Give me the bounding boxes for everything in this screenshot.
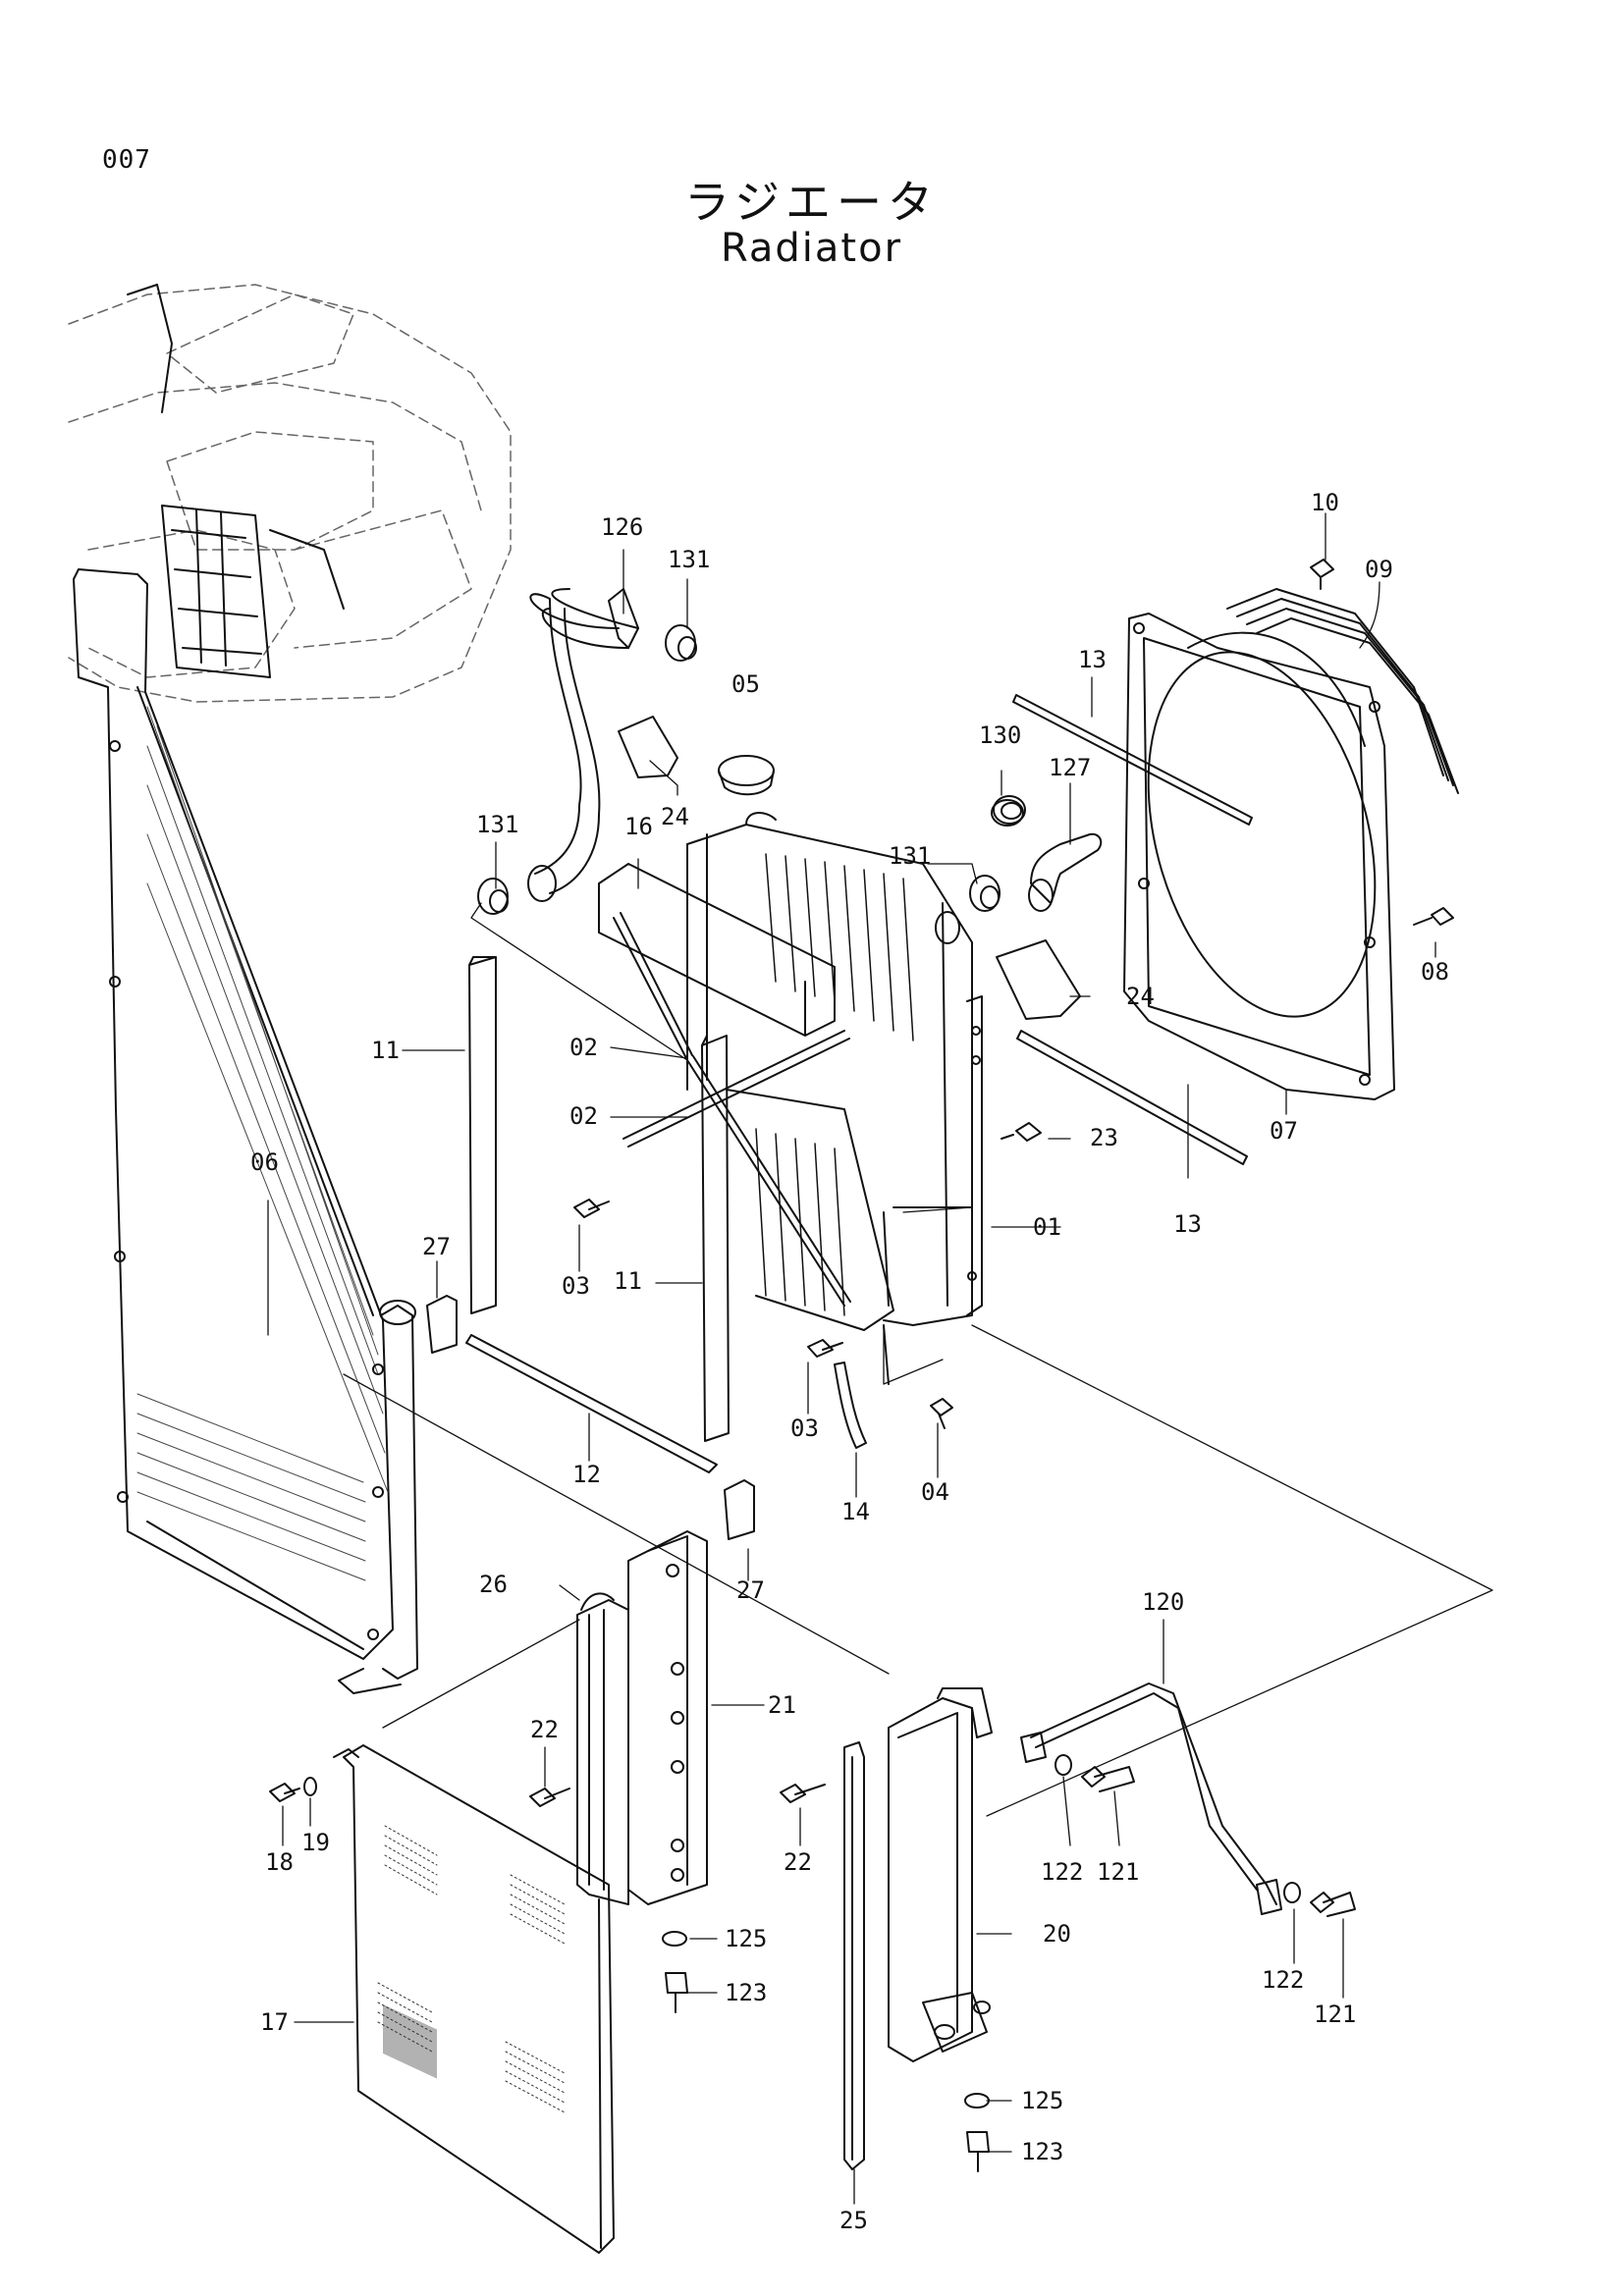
- callout-123a: 123: [725, 1979, 767, 2006]
- callout-126: 126: [601, 513, 643, 541]
- callout-20: 20: [1043, 1920, 1071, 1948]
- upper-hose: [527, 588, 639, 902]
- callout-130: 130: [979, 721, 1021, 749]
- fasteners-bottom: [662, 1931, 990, 2172]
- callout-122b: 122: [1262, 1966, 1304, 1994]
- callout-127: 127: [1049, 754, 1091, 781]
- fasteners-left: [269, 1777, 317, 1802]
- callout-22b: 22: [784, 1848, 812, 1876]
- location-sketch: [68, 284, 512, 703]
- callout-121a: 121: [1097, 1858, 1139, 1886]
- callout-122a: 122: [1041, 1858, 1083, 1886]
- drain-hose: [834, 1362, 867, 1449]
- callouts: 01 02 02 03 03 04 05 06 07 08 09 10 11 1…: [250, 489, 1449, 2234]
- callout-08: 08: [1421, 958, 1449, 986]
- callout-25: 25: [839, 2207, 868, 2234]
- callout-01: 01: [1033, 1213, 1061, 1241]
- fasteners-right: [1055, 1754, 1356, 1917]
- stay-pipe: [1020, 1682, 1282, 1915]
- callout-17: 17: [260, 2008, 289, 2036]
- callout-131b: 131: [476, 811, 518, 838]
- fan-shroud: [1123, 613, 1395, 1100]
- location-sketch-radiator: [127, 284, 345, 678]
- radiator-core: [686, 812, 983, 1385]
- callout-09: 09: [1365, 556, 1393, 583]
- callout-123b: 123: [1021, 2138, 1063, 2165]
- callout-16: 16: [624, 813, 653, 840]
- seal-strips: [465, 956, 730, 1473]
- callout-07: 07: [1270, 1117, 1298, 1145]
- callout-02b: 02: [569, 1102, 598, 1130]
- callout-11b: 11: [614, 1267, 642, 1295]
- callout-125b: 125: [1021, 2087, 1063, 2114]
- spacer-upper: [426, 1295, 458, 1354]
- callout-21: 21: [768, 1691, 796, 1719]
- callout-11a: 11: [371, 1037, 400, 1064]
- oil-cooler: [73, 568, 418, 1694]
- spacer-lower: [724, 1479, 755, 1540]
- callout-27a: 27: [422, 1233, 451, 1260]
- callout-12: 12: [572, 1461, 601, 1488]
- fan-guard: [1226, 588, 1459, 794]
- callout-13b: 13: [1173, 1210, 1202, 1238]
- callout-131a: 131: [668, 546, 710, 573]
- callout-131c: 131: [889, 842, 931, 870]
- callout-125a: 125: [725, 1925, 767, 1952]
- page-number: 007: [102, 145, 151, 175]
- callout-121b: 121: [1314, 2001, 1356, 2028]
- bolts-small: [573, 1122, 1042, 1429]
- seal-top: [598, 863, 836, 1037]
- callout-06: 06: [250, 1148, 279, 1176]
- callout-13a: 13: [1078, 646, 1107, 673]
- bolts-22: [529, 1784, 826, 1807]
- callout-03a: 03: [562, 1272, 590, 1300]
- callout-24a: 24: [661, 803, 689, 830]
- leader-lines: [267, 512, 1493, 2205]
- callout-02a: 02: [569, 1034, 598, 1061]
- callout-24b: 24: [1126, 983, 1155, 1010]
- seal-upper: [618, 716, 678, 778]
- callout-120: 120: [1142, 1588, 1184, 1616]
- radiator-cap: [718, 755, 775, 796]
- bracket-left: [576, 1530, 708, 1905]
- shroud-bolts: [1310, 559, 1454, 926]
- seal-strip-upper: [1012, 694, 1253, 826]
- title-japanese: ラジエータ: [683, 176, 940, 229]
- callout-03b: 03: [790, 1415, 819, 1442]
- stay-rods: [613, 912, 851, 1307]
- seal-right: [996, 939, 1081, 1020]
- callout-19: 19: [301, 1829, 330, 1856]
- callout-14: 14: [841, 1498, 870, 1525]
- hose-clamps: [477, 624, 1026, 915]
- callout-26: 26: [479, 1571, 508, 1598]
- title-english: Radiator: [720, 226, 903, 271]
- bracket-right: [843, 1687, 993, 2170]
- side-cover: [333, 1744, 615, 2254]
- callout-27b: 27: [736, 1576, 765, 1604]
- callout-18: 18: [265, 1848, 294, 1876]
- lower-hose: [991, 799, 1103, 912]
- seal-strip-lower: [1016, 1030, 1248, 1165]
- callout-10: 10: [1311, 489, 1339, 516]
- callout-05: 05: [731, 670, 760, 698]
- callout-22a: 22: [530, 1716, 559, 1743]
- callout-04: 04: [921, 1478, 949, 1506]
- callout-23: 23: [1090, 1124, 1118, 1151]
